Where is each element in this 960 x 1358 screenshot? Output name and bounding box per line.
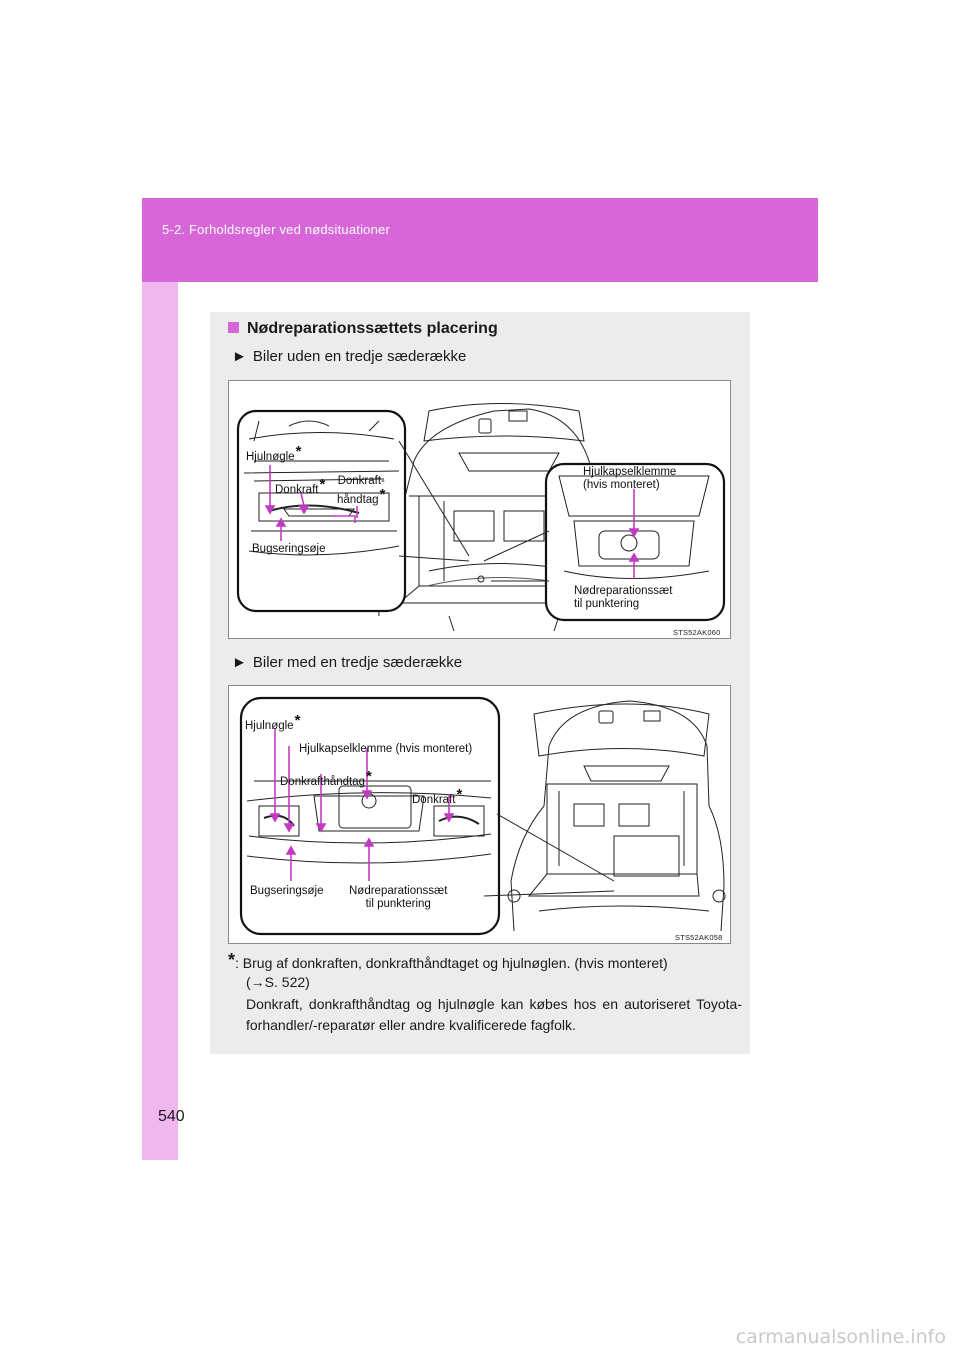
trunk-illustration-1 xyxy=(236,403,726,632)
label-hjulnogle: Hjulnøgle* xyxy=(246,443,302,463)
label-hjulnogle-2: Hjulnøgle* xyxy=(245,712,301,732)
page-number: 540 xyxy=(158,1108,185,1125)
side-bar xyxy=(142,198,178,1160)
header-band xyxy=(142,198,818,282)
triangle-bullet-icon: ► xyxy=(232,348,247,365)
figure-no-third-row: Hjulnøgle* Donkraft* Donkraft-håndtag* B… xyxy=(228,380,731,639)
label-bugseringsoje: Bugseringsøje xyxy=(252,543,326,555)
footnote-line1: *: Brug af donkraften, donkrafthåndtaget… xyxy=(228,950,668,971)
label-donkraft-handtag: Donkraft-håndtag* xyxy=(337,475,386,506)
label-hjulkapselklemme-2: Hjulkapselklemme (hvis monteret) xyxy=(299,743,473,755)
figure-third-row: Hjulnøgle* Hjulkapselklemme (hvis monter… xyxy=(228,685,731,944)
fig2-subtitle: ► Biler med en tredje sæderække xyxy=(232,654,462,671)
trunk-illustration-2 xyxy=(239,696,726,936)
figure-code: STS52AK060 xyxy=(673,628,721,637)
label-hjulkapselklemme: Hjulkapselklemme(hvis monteret) xyxy=(583,466,677,491)
label-donkrafthandtag-2: Donkrafthåndtag* xyxy=(280,768,372,788)
label-donkraft: Donkraft* xyxy=(275,476,326,496)
footnote-paragraph: Donkraft, donkrafthåndtag og hjulnøgle k… xyxy=(246,996,742,1033)
fig2-subtitle-text: Biler med en tredje sæderække xyxy=(252,654,463,671)
section-title: Nødreparationssættets placering xyxy=(228,320,498,338)
fig1-subtitle-text: Biler uden en tredje sæderække xyxy=(252,348,467,365)
fig1-subtitle: ► Biler uden en tredje sæderække xyxy=(232,348,466,365)
square-bullet-icon xyxy=(228,322,239,333)
chapter-header: 5-2. Forholdsregler ved nødsituationer xyxy=(162,222,390,237)
triangle-bullet-icon: ► xyxy=(232,654,247,671)
watermark: carmanualsonline.info xyxy=(735,1326,946,1348)
label-donkraft-2: Donkraft* xyxy=(412,786,463,806)
footnote-line2: (→S. 522) xyxy=(246,974,310,990)
section-title-text: Nødreparationssættets placering xyxy=(247,320,498,337)
figure-code-2: STS52AK058 xyxy=(675,933,723,942)
label-bugseringsoje-2: Bugseringsøje xyxy=(250,885,324,897)
